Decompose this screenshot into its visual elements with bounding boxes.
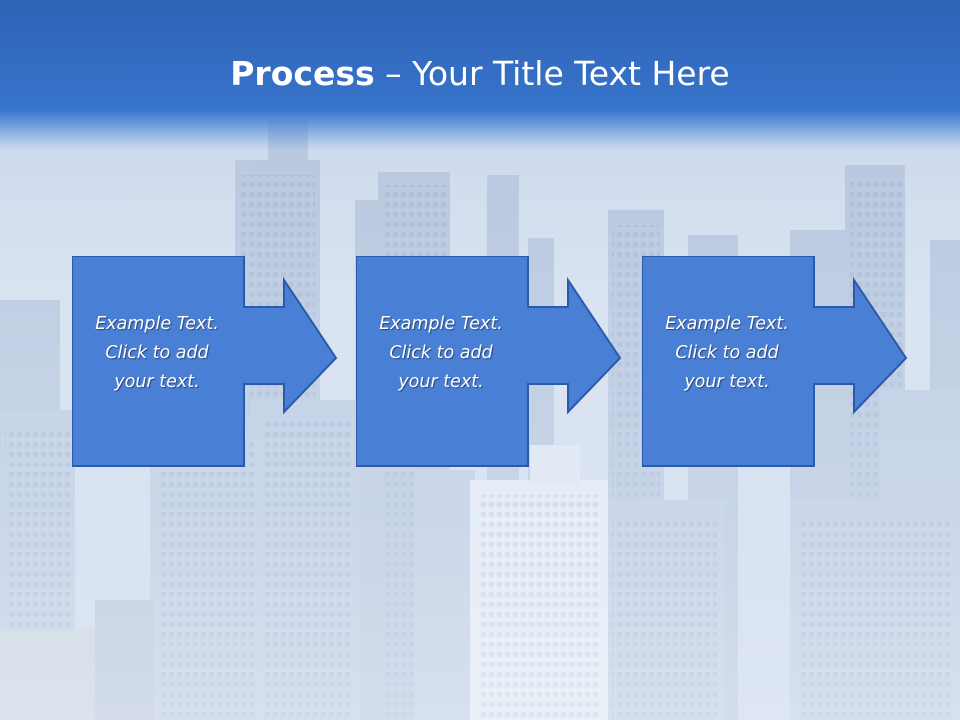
step-text[interactable]: Example Text. Click to add your text. (362, 310, 520, 397)
step-text-line: your text. (398, 372, 484, 392)
slide-title[interactable]: Process – Your Title Text Here (0, 52, 960, 96)
step-text[interactable]: Example Text. Click to add your text. (78, 310, 236, 397)
step-text-line: Example Text. (95, 314, 219, 334)
step-arrow-shape (642, 256, 908, 467)
step-text-line: your text. (684, 372, 770, 392)
process-step-3[interactable]: Example Text. Click to add your text. (642, 256, 912, 467)
process-step-1[interactable]: Example Text. Click to add your text. (72, 256, 342, 467)
step-text-line: Click to add (675, 343, 779, 363)
step-text-line: Click to add (105, 343, 209, 363)
title-band (0, 0, 960, 150)
process-step-2[interactable]: Example Text. Click to add your text. (356, 256, 626, 467)
step-text[interactable]: Example Text. Click to add your text. (648, 310, 806, 397)
step-text-line: your text. (114, 372, 200, 392)
step-arrow-shape (72, 256, 338, 467)
step-text-line: Example Text. (665, 314, 789, 334)
title-bold-part: Process (230, 54, 375, 93)
title-regular-part: – Your Title Text Here (374, 54, 730, 93)
step-text-line: Example Text. (379, 314, 503, 334)
step-arrow-shape (356, 256, 622, 467)
step-text-line: Click to add (389, 343, 493, 363)
